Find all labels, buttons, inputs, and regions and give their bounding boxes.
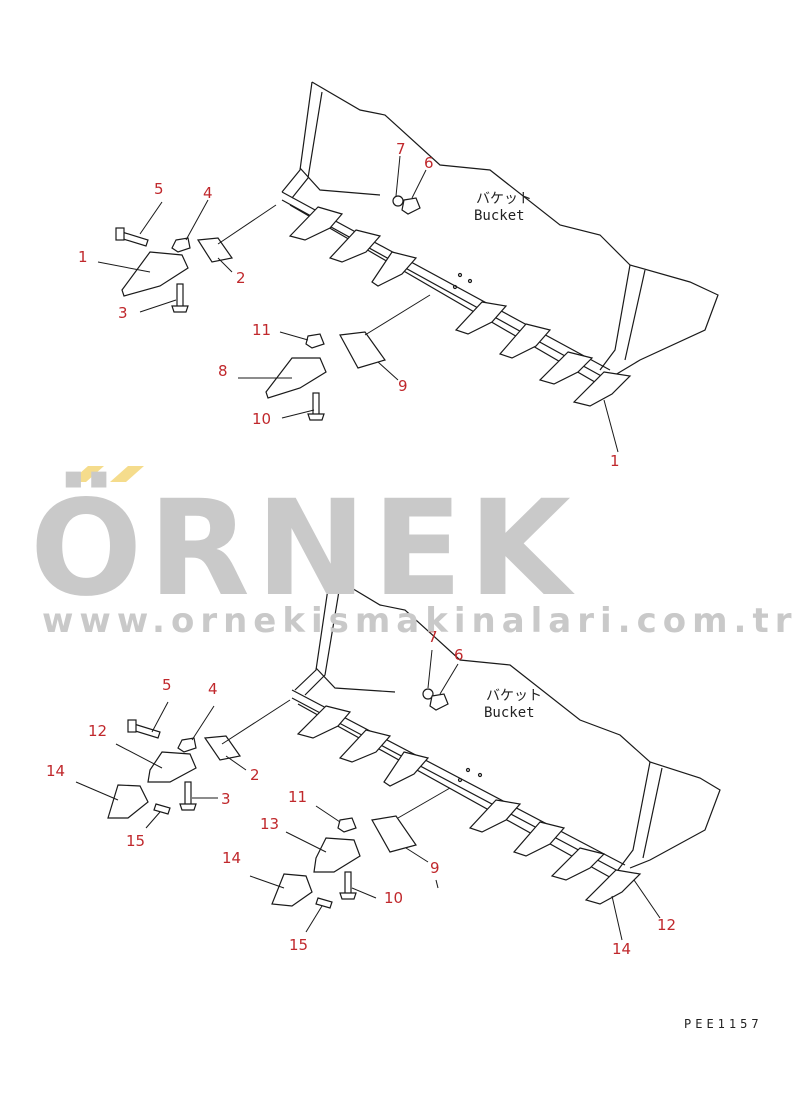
leaders-top — [97, 155, 619, 453]
watermark-logo: ÖRNEK — [30, 472, 577, 626]
watermark: ÖRNEK www.ornekismakinalari.com.tr — [30, 466, 793, 641]
callout-2: 2 — [236, 269, 246, 287]
callout-14c: 14 — [612, 940, 631, 958]
bucket-label-jp-b: バケット — [486, 688, 542, 704]
callout-8: 8 — [218, 362, 228, 380]
callout-3: 3 — [118, 304, 128, 322]
callout-1b: 1 — [610, 452, 620, 470]
callout-5: 5 — [154, 180, 164, 198]
callout-13: 13 — [260, 815, 279, 833]
diagram-top: バケット Bucket 5 4 1 2 3 7 6 11 8 9 10 1 — [78, 81, 719, 470]
callout-3: 3 — [221, 790, 231, 808]
callout-7: 7 — [428, 628, 438, 646]
callout-6: 6 — [424, 154, 434, 172]
diagram-bottom: バケット Bucket 5 4 7 6 12 2 14 3 15 11 13 9… — [46, 574, 721, 958]
callout-12: 12 — [88, 722, 107, 740]
callout-5: 5 — [162, 676, 172, 694]
callout-14b: 14 — [222, 849, 241, 867]
callout-9: 9 — [430, 859, 440, 877]
callout-1: 1 — [78, 248, 88, 266]
leaders-bottom — [75, 649, 661, 941]
watermark-accent-left — [70, 466, 104, 482]
exploded-parts-bottom — [107, 688, 449, 909]
callout-11: 11 — [288, 788, 307, 806]
callout-10: 10 — [252, 410, 271, 428]
drawing-code: PEE1157 — [684, 1017, 763, 1031]
callout-4: 4 — [208, 680, 218, 698]
callout-9: 9 — [398, 377, 408, 395]
callout-7: 7 — [396, 140, 406, 158]
watermark-accent-right — [110, 466, 144, 482]
callout-2: 2 — [250, 766, 260, 784]
bucket-teeth-bottom — [296, 705, 642, 905]
bucket-teeth-top — [288, 206, 632, 407]
bucket-outline-bottom — [291, 574, 721, 881]
bucket-label-jp: バケット — [476, 191, 532, 207]
callout-10: 10 — [384, 889, 403, 907]
exploded-parts-top — [115, 195, 421, 421]
bucket-label-en: Bucket — [474, 208, 525, 224]
callout-12b: 12 — [657, 916, 676, 934]
callout-4: 4 — [203, 184, 213, 202]
callout-6: 6 — [454, 646, 464, 664]
callout-15: 15 — [126, 832, 145, 850]
bucket-outline-top — [281, 81, 719, 386]
bucket-label-en-b: Bucket — [484, 705, 535, 721]
watermark-url: www.ornekismakinalari.com.tr — [42, 601, 793, 641]
callout-15b: 15 — [289, 936, 308, 954]
callout-14: 14 — [46, 762, 65, 780]
callout-11: 11 — [252, 321, 271, 339]
